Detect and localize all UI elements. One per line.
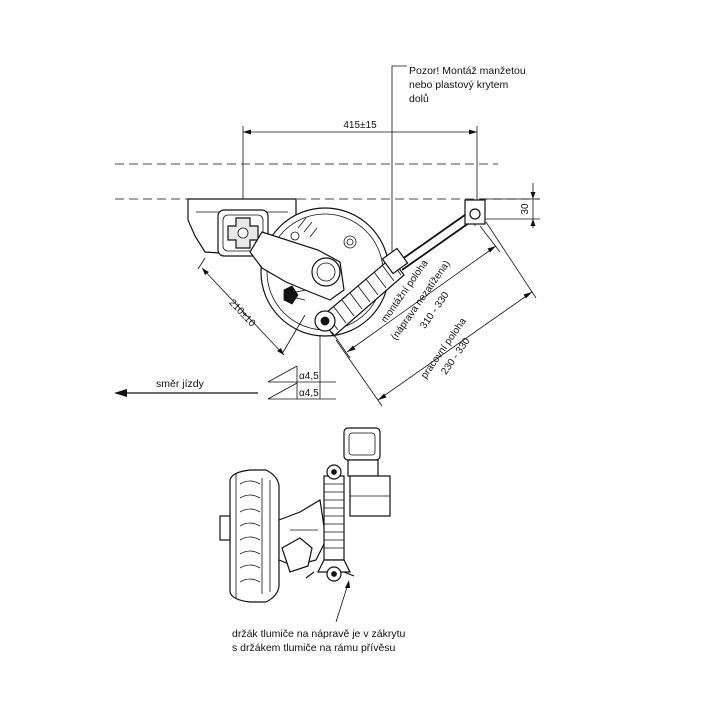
travel-direction: směr jízdy — [114, 378, 258, 397]
dimension-210-label: 210±10 — [226, 297, 257, 329]
bottom-note-line-1: držák tlumiče na nápravě je v zákrytu — [232, 628, 405, 640]
frame-mount-side-view — [343, 427, 391, 517]
warning-line-2: nebo plastový krytem — [409, 79, 508, 91]
dimension-415-label: 415±15 — [343, 120, 377, 131]
warning-note: Pozor! Montáž manžetou nebo plastový kry… — [389, 65, 526, 262]
angle-label-2: α4,5 — [299, 388, 319, 399]
angle-label-1: α4,5 — [299, 371, 319, 382]
square-axle-tube — [227, 217, 259, 249]
warning-line-1: Pozor! Montáž manžetou — [409, 65, 526, 77]
shock-absorber — [314, 209, 477, 337]
bottom-note-line-2: s držákem tlumiče na rámu přívěsu — [232, 642, 396, 654]
angle-boxes: α4,5 α4,5 — [267, 335, 336, 400]
axle-arm-side-view — [278, 499, 327, 573]
warning-line-3: dolů — [409, 93, 429, 105]
travel-direction-label: směr jízdy — [156, 378, 205, 390]
swing-arm — [249, 231, 345, 301]
dimension-30: 30 — [480, 183, 540, 228]
wing-nut-icon — [283, 285, 307, 305]
dimension-30-label: 30 — [520, 203, 531, 215]
upper-shock-mount — [464, 199, 486, 226]
wheel-hub-side-view — [219, 469, 280, 603]
shock-absorber-side-view — [305, 464, 355, 582]
bottom-note: držák tlumiče na nápravě je v zákrytu s … — [232, 580, 405, 654]
frame-reference-lines — [115, 163, 540, 200]
